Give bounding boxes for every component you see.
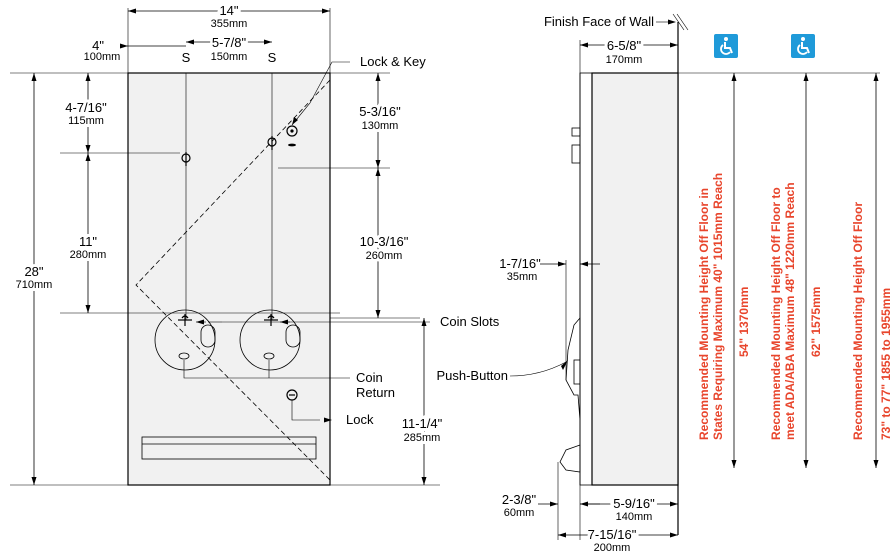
- dim-side-bottom-total-mm: 200mm: [594, 542, 631, 554]
- dim-width-mm: 355mm: [211, 18, 248, 30]
- dim-right-top-mm: 130mm: [362, 120, 399, 132]
- coin-mechanism-right: [239, 309, 301, 371]
- mounting-1-line3: 54" 1370mm: [737, 287, 751, 357]
- dim-screw-vertical-in: 11": [79, 234, 97, 249]
- dim-screw-spacing-in: 5-7/8": [212, 35, 247, 50]
- dim-width-in: 14": [219, 3, 238, 18]
- dim-side-bottom-right-in: 5-9/16": [613, 496, 655, 511]
- screw-mark-right: S: [268, 50, 277, 65]
- lock-and-key: [286, 125, 298, 147]
- mounting-1-line2: States Requiring Maximum 40" 1015mm Reac…: [711, 173, 725, 440]
- mounting-2-line1: Recommended Mounting Height Off Floor to: [769, 187, 783, 440]
- dim-right-low-in: 11-1/4": [402, 416, 443, 431]
- mounting-3-line2: 73" to 77" 1855 to 1955mm: [879, 288, 893, 440]
- dim-screw-spacing-mm: 150mm: [211, 51, 248, 63]
- label-lock: Lock: [346, 412, 374, 427]
- label-push-button: Push-Button: [436, 368, 508, 383]
- label-finish-face: Finish Face of Wall: [544, 14, 654, 29]
- dim-right-low-mm: 285mm: [404, 432, 441, 444]
- dim-side-depth-in: 6-5/8": [607, 38, 642, 53]
- dim-top-screw-mm: 115mm: [68, 115, 104, 127]
- coin-slot: [181, 315, 189, 319]
- keyhole-right: [267, 136, 277, 150]
- dim-right-top-in: 5-3/16": [359, 104, 401, 119]
- screw-mark-left: S: [182, 50, 191, 65]
- dim-right-mid-mm: 260mm: [366, 250, 403, 262]
- dim-side-bottom-left-mm: 60mm: [504, 507, 535, 519]
- cabinet-front: [127, 72, 331, 486]
- dim-side-bottom-right-mm: 140mm: [616, 511, 653, 523]
- label-coin-return-2: Return: [356, 385, 395, 400]
- front-view: 14" 355mm 4" 100mm 5-7/8" 150mm S S 4-7/…: [10, 0, 500, 486]
- door-swing-line: [135, 79, 331, 481]
- mounting-2-line3: 62" 1575mm: [809, 287, 823, 357]
- dim-side-bottom-total-in: 7-15/16": [588, 527, 637, 542]
- push-button: [565, 316, 581, 421]
- dim-right-mid-in: 10-3/16": [360, 234, 409, 249]
- dim-left-offset-in: 4": [92, 38, 104, 53]
- dim-side-button-mm: 35mm: [507, 271, 538, 283]
- mounting-3-line1: Recommended Mounting Height Off Floor: [851, 202, 865, 440]
- side-view: Finish Face of Wall 6-5/8" 170mm 1-7/16"…: [436, 13, 880, 554]
- dim-screw-vertical-mm: 280mm: [70, 249, 107, 261]
- dim-side-bottom-left-in: 2-3/8": [502, 492, 537, 507]
- dispensing-tray: [141, 436, 317, 460]
- accessibility-icon: [714, 34, 738, 58]
- mounting-2-line2: meet ADA/ABA Maximum 48" 1220mm Reach: [783, 182, 797, 440]
- coin-slot: [267, 315, 275, 319]
- dim-height-in: 28": [24, 264, 43, 279]
- mounting-1-line1: Recommended Mounting Height Off Floor in: [697, 188, 711, 440]
- dim-side-depth-mm: 170mm: [606, 54, 643, 66]
- dim-height-mm: 710mm: [16, 279, 53, 291]
- keyhole-left: [181, 152, 191, 166]
- recessed-box: [579, 72, 593, 486]
- label-lock-and-key: Lock & Key: [360, 54, 426, 69]
- dim-left-offset-mm: 100mm: [84, 51, 121, 63]
- coin-mechanism-left: [154, 309, 216, 371]
- mounting-heights: Recommended Mounting Height Off Floor in…: [697, 34, 893, 468]
- label-coin-slots: Coin Slots: [440, 314, 500, 329]
- label-coin-return-1: Coin: [356, 370, 383, 385]
- accessibility-icon: [791, 34, 815, 58]
- flange: [591, 72, 679, 486]
- dim-top-screw-in: 4-7/16": [65, 100, 107, 115]
- dim-side-button-in: 1-7/16": [499, 256, 541, 271]
